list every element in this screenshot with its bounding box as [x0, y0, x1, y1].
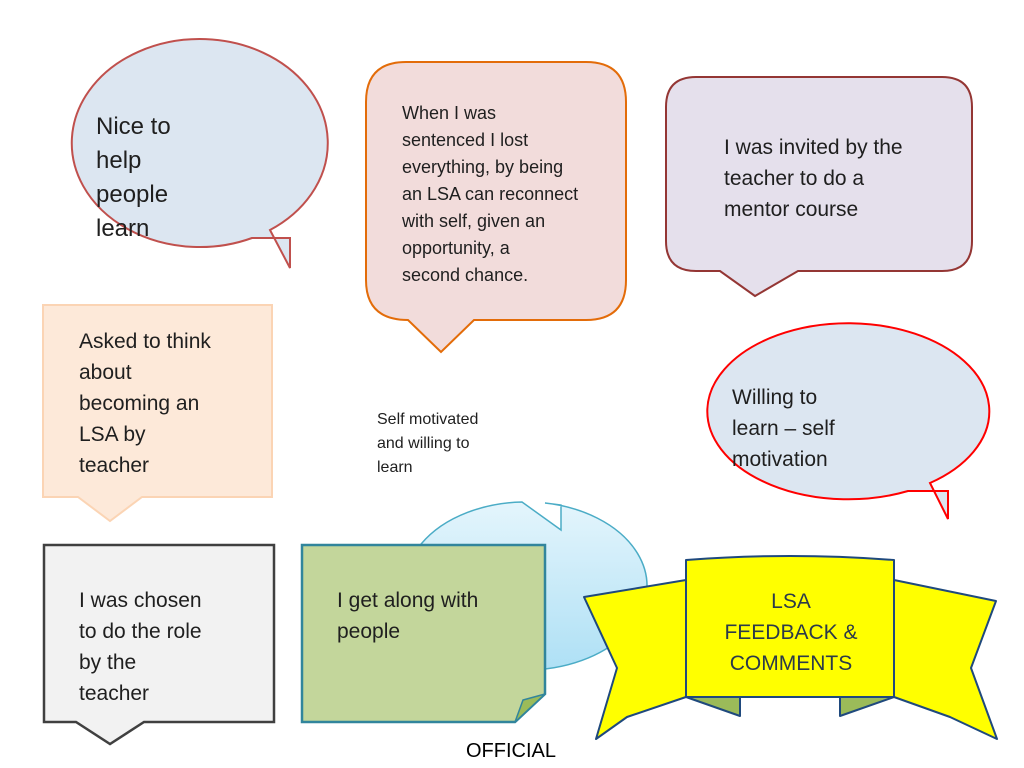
text-line: learn [96, 215, 150, 242]
text-line: sentenced I lost [402, 130, 529, 150]
text-line: Willing to [732, 386, 818, 409]
bubble-text-nice-to-help: Nice to help people learn [96, 110, 171, 246]
text-line: teacher to do a [724, 167, 865, 190]
bubble-text-self-motivated: Self motivated and willing to learn [377, 408, 478, 480]
text-line: I was invited by the [724, 136, 903, 159]
banner-title: LSA FEEDBACK & COMMENTS [688, 586, 894, 679]
text-line: by the [79, 651, 137, 674]
bubble-text-sentenced: When I was sentenced I lost everything, … [402, 100, 578, 289]
text-line: people [96, 181, 169, 208]
text-line: LSA by [79, 423, 146, 446]
text-line: I was chosen [79, 589, 202, 612]
text-line: motivation [732, 448, 828, 471]
text-line: Asked to think [79, 330, 211, 353]
text-line: and willing to [377, 435, 470, 452]
speech-bubble-willing [706, 322, 991, 520]
text-line: to do the role [79, 620, 202, 643]
text-line: learn – self [732, 417, 835, 440]
note-text-get-along: I get along with people [337, 585, 478, 647]
sticky-note-get-along [300, 543, 547, 724]
text-line: teacher [79, 682, 150, 705]
speech-bubble-asked [42, 304, 273, 523]
text-line: second chance. [402, 265, 529, 285]
bubble-text-asked: Asked to think about becoming an LSA by … [79, 326, 211, 481]
text-line: people [337, 620, 401, 643]
bubble-text-invited: I was invited by the teacher to do a men… [724, 132, 903, 225]
text-line: with self, given an [402, 211, 546, 231]
banner-line: FEEDBACK & [724, 621, 858, 644]
text-line: When I was [402, 103, 497, 123]
footer-classification: OFFICIAL [465, 740, 556, 762]
text-line: about [79, 361, 132, 384]
text-line: becoming an [79, 392, 200, 415]
text-line: Nice to [96, 113, 171, 140]
text-line: help [96, 147, 142, 174]
text-line: I get along with [337, 589, 479, 612]
text-line: Self motivated [377, 411, 479, 428]
speech-bubble-sentenced [365, 61, 627, 354]
banner-line: COMMENTS [729, 652, 853, 675]
bubble-text-chosen: I was chosen to do the role by the teach… [79, 585, 202, 709]
text-line: learn [377, 459, 413, 476]
speech-bubble-chosen [42, 543, 276, 746]
bubble-text-willing: Willing to learn – self motivation [732, 382, 835, 475]
feedback-banner [583, 555, 998, 740]
text-line: mentor course [724, 198, 859, 221]
banner-line: LSA [771, 590, 811, 613]
text-line: teacher [79, 454, 150, 477]
text-line: an LSA can reconnect [402, 184, 579, 204]
speech-bubble-invited [665, 76, 973, 298]
text-line: opportunity, a [402, 238, 510, 258]
text-line: everything, by being [402, 157, 564, 177]
speech-bubble-nice-to-help [70, 38, 329, 269]
